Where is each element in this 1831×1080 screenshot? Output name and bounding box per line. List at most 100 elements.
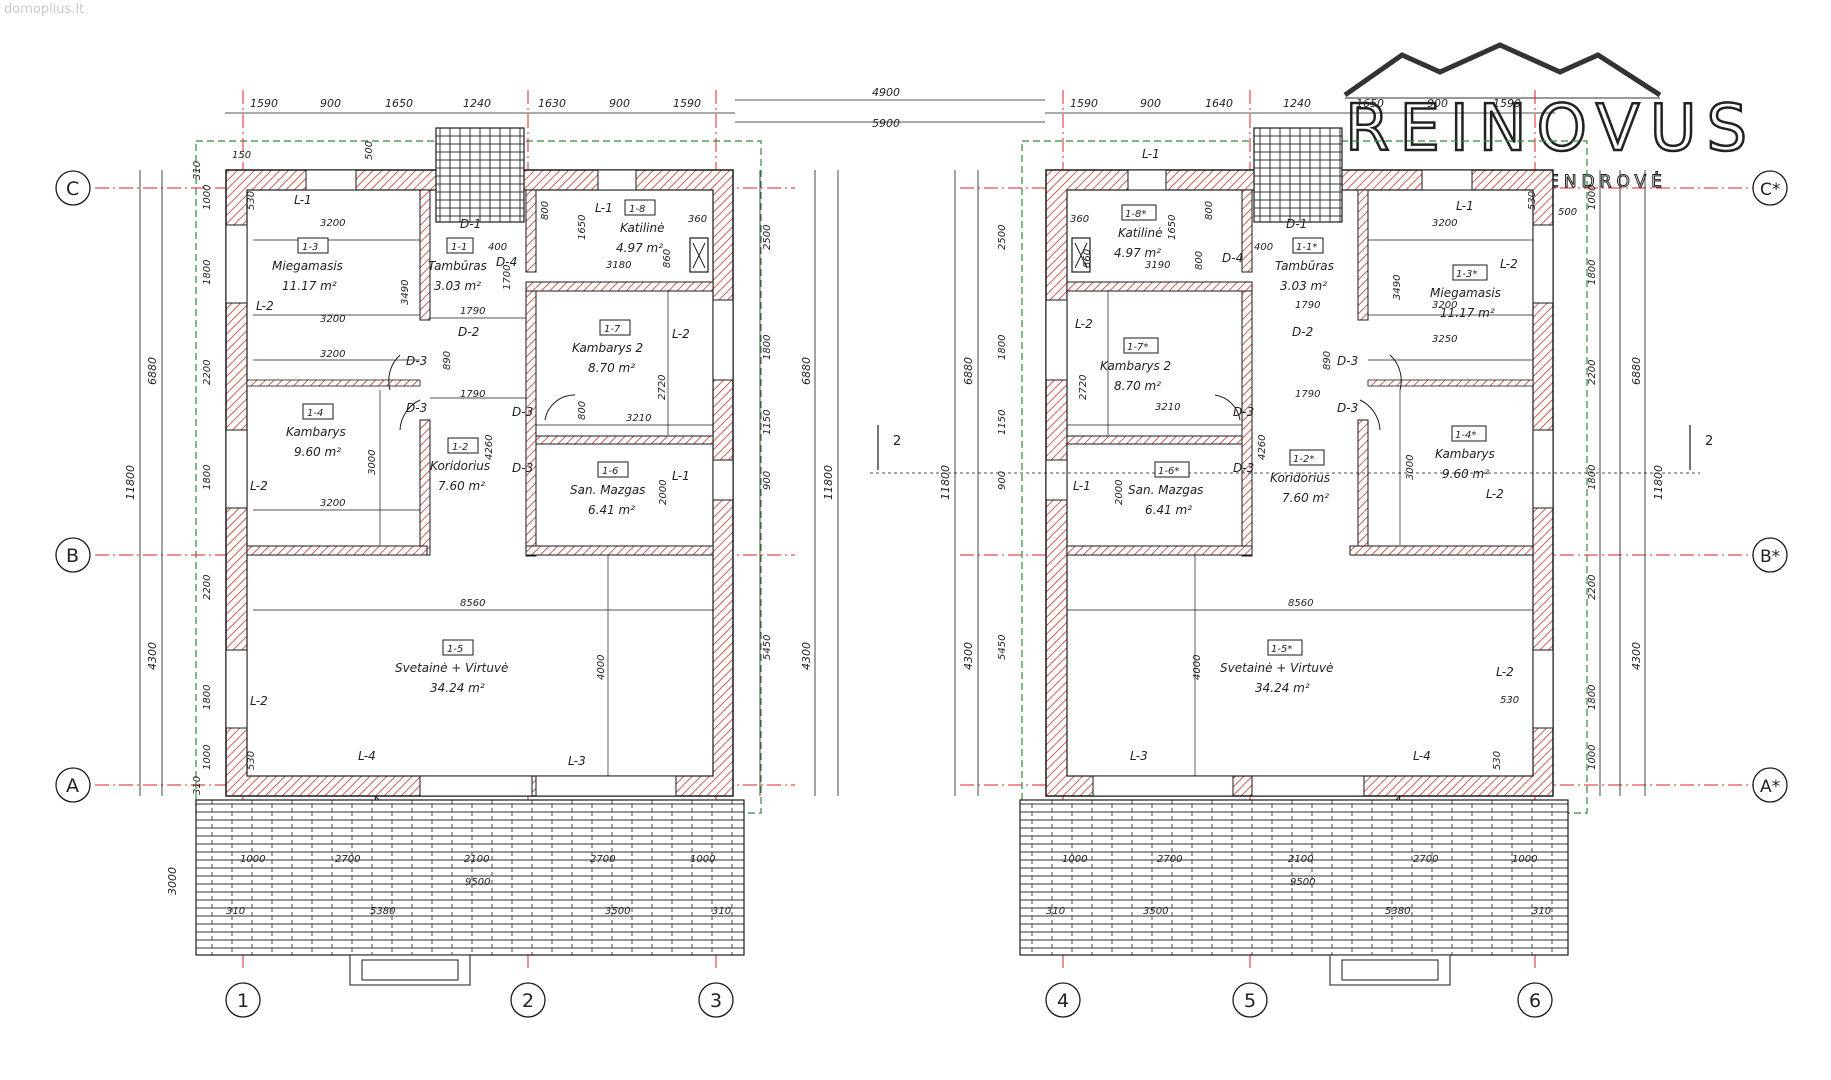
svg-text:Koridorius: Koridorius: [1270, 471, 1330, 485]
svg-text:400: 400: [488, 242, 507, 253]
room-label: 1-6* San. Mazgas 6.41 m²: [1128, 461, 1203, 517]
svg-text:800: 800: [1204, 201, 1215, 220]
svg-text:11.17 m²: 11.17 m²: [282, 279, 337, 293]
svg-text:1800: 1800: [202, 465, 213, 490]
svg-text:2700: 2700: [590, 854, 615, 865]
svg-text:2720: 2720: [657, 375, 668, 400]
svg-text:1-1: 1-1: [451, 242, 467, 253]
svg-text:3200: 3200: [320, 498, 345, 509]
svg-text:1-7*: 1-7*: [1127, 342, 1148, 353]
svg-text:3500: 3500: [1143, 906, 1168, 917]
svg-text:1640: 1640: [1205, 97, 1233, 110]
svg-text:Kambarys: Kambarys: [1435, 447, 1495, 461]
svg-text:6.41 m²: 6.41 m²: [1145, 503, 1192, 517]
svg-text:2000: 2000: [1114, 480, 1125, 505]
svg-text:1790: 1790: [1295, 300, 1320, 311]
svg-text:1800: 1800: [1587, 465, 1598, 490]
svg-text:Katilinė: Katilinė: [620, 221, 665, 235]
svg-text:900: 900: [609, 97, 630, 110]
svg-text:1-4: 1-4: [307, 408, 323, 419]
svg-text:D-3: D-3: [512, 461, 533, 475]
svg-text:1000: 1000: [202, 745, 213, 770]
svg-text:L-2: L-2: [1486, 487, 1504, 501]
inner-dimensions-left: 3200 3200 3200 3200 3490 3000 1790 1790 …: [232, 141, 707, 770]
svg-text:L-1: L-1: [672, 469, 690, 483]
inner-dimensions-right: 3200 3200 3250 3490 3000 1790 1790 3190 …: [1070, 191, 1577, 770]
svg-text:1000: 1000: [240, 854, 265, 865]
svg-text:Koridorius: Koridorius: [430, 459, 490, 473]
svg-text:3000: 3000: [367, 450, 378, 475]
svg-text:3200: 3200: [1432, 218, 1457, 229]
room-label: 1-4* Kambarys 9.60 m²: [1435, 425, 1495, 481]
svg-text:8560: 8560: [460, 598, 485, 609]
svg-text:890: 890: [1322, 351, 1333, 370]
axis-markers: C B A C* B* A* 1 2 3 4 5 6 2 2: [55, 170, 1788, 1018]
svg-text:D-3: D-3: [1233, 461, 1254, 475]
svg-text:D-1: D-1: [1286, 217, 1307, 231]
svg-text:1630: 1630: [538, 97, 566, 110]
svg-text:Miegamasis: Miegamasis: [1430, 286, 1501, 300]
svg-text:4.97 m²: 4.97 m²: [1114, 246, 1161, 260]
svg-text:360: 360: [688, 214, 707, 225]
room-label: 1-4 Kambarys 9.60 m²: [286, 403, 346, 459]
svg-text:D-3: D-3: [406, 401, 427, 415]
svg-text:3200: 3200: [320, 349, 345, 360]
svg-text:11800: 11800: [1652, 465, 1665, 500]
axis-label-col: 5: [1244, 990, 1256, 1012]
svg-text:5900: 5900: [872, 117, 900, 130]
element-tags: L-1 L-2 L-2 L-2 L-1 L-2 L-1 L-4 L-3 D-1 …: [250, 147, 1518, 768]
svg-text:8.70 m²: 8.70 m²: [1114, 379, 1161, 393]
svg-text:Svetainė + Virtuvė: Svetainė + Virtuvė: [1220, 661, 1333, 675]
svg-text:34.24 m²: 34.24 m²: [1255, 681, 1310, 695]
svg-text:3190: 3190: [1145, 260, 1170, 271]
terrace-dimensions-right: 1000 2700 2100 2700 1000 9500 310 3500 5…: [1046, 854, 1551, 917]
svg-text:4300: 4300: [146, 642, 159, 670]
svg-text:L-2: L-2: [250, 479, 268, 493]
svg-text:1-6: 1-6: [602, 466, 618, 477]
svg-text:2500: 2500: [762, 225, 773, 250]
room-label: 1-8* Katilinė 4.97 m²: [1114, 204, 1163, 260]
svg-text:2200: 2200: [1587, 360, 1598, 385]
svg-text:4000: 4000: [596, 655, 607, 680]
section-marker: 2: [893, 434, 901, 449]
svg-text:11800: 11800: [939, 465, 952, 500]
svg-text:5450: 5450: [997, 635, 1008, 660]
svg-text:2700: 2700: [1413, 854, 1438, 865]
svg-text:8.70 m²: 8.70 m²: [588, 361, 635, 375]
svg-text:3490: 3490: [1392, 275, 1403, 300]
svg-text:Kambarys 2: Kambarys 2: [1100, 359, 1171, 373]
svg-text:1-4*: 1-4*: [1455, 430, 1476, 441]
svg-text:D-2: D-2: [458, 325, 479, 339]
axis-label-row: C: [66, 178, 79, 200]
svg-text:500: 500: [364, 141, 375, 160]
svg-text:D-2: D-2: [1292, 325, 1313, 339]
svg-text:11800: 11800: [124, 465, 137, 500]
svg-text:310: 310: [712, 906, 731, 917]
svg-text:1000: 1000: [202, 185, 213, 210]
svg-text:310: 310: [1532, 906, 1551, 917]
svg-text:San. Mazgas: San. Mazgas: [570, 483, 645, 497]
svg-text:890: 890: [442, 351, 453, 370]
svg-text:530: 530: [246, 751, 257, 770]
svg-text:L-3: L-3: [1130, 749, 1148, 763]
left-side-dimensions: 310 1000 1800 2200 1800 2200 1800 1000 3…: [124, 161, 835, 795]
svg-text:Kambarys 2: Kambarys 2: [572, 341, 643, 355]
svg-text:2200: 2200: [202, 575, 213, 600]
svg-text:11.17 m²: 11.17 m²: [1440, 306, 1495, 320]
svg-text:9.60 m²: 9.60 m²: [294, 445, 341, 459]
svg-text:1-7: 1-7: [604, 324, 621, 335]
svg-text:L-2: L-2: [1496, 665, 1514, 679]
svg-text:7.60 m²: 7.60 m²: [1282, 491, 1329, 505]
svg-text:2100: 2100: [464, 854, 489, 865]
svg-text:530: 530: [246, 191, 257, 210]
svg-text:3200: 3200: [1432, 300, 1457, 311]
svg-text:L-1: L-1: [1073, 479, 1091, 493]
axis-label-row: C*: [1760, 180, 1780, 200]
svg-text:2720: 2720: [1078, 375, 1089, 400]
svg-text:1800: 1800: [762, 335, 773, 360]
svg-text:1-2: 1-2: [452, 442, 468, 453]
room-label: 1-7 Kambarys 2 8.70 m²: [572, 319, 643, 375]
svg-text:1800: 1800: [202, 260, 213, 285]
svg-text:360: 360: [1070, 214, 1089, 225]
